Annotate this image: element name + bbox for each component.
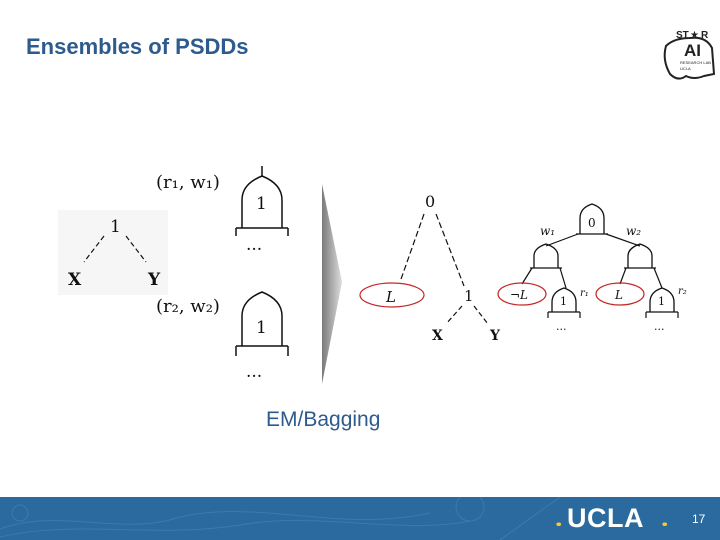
transform-arrow	[322, 184, 342, 384]
ensemble-right-one: 1	[658, 295, 665, 308]
starai-logo: ST ★ R AI RESEARCH LAB UCLA	[663, 30, 716, 80]
footer-dots-left: ••	[556, 517, 562, 531]
slide-title: Ensembles of PSDDs	[26, 34, 249, 59]
middle-tree-root: 0	[425, 192, 435, 211]
middle-tree-y: Y	[489, 328, 501, 344]
middle-tree-one: 1	[464, 287, 474, 305]
component-2-ellipsis: ...	[246, 362, 262, 382]
left-tree: 1 X Y	[58, 210, 168, 295]
component-1-label: (r₁, w₁)	[156, 172, 220, 193]
component-1-gate: 1	[256, 194, 267, 214]
left-tree-root: 1	[110, 217, 121, 237]
psdd-ensemble-figure: 1 X Y (r₁, w₁) 1 ... (r₂, w₂) 1 ... 0	[58, 166, 687, 384]
ensemble-r1: r₁	[580, 288, 589, 299]
ensemble-root: 0	[588, 216, 596, 230]
svg-text:ST: ST	[676, 30, 689, 41]
ensemble-ellipsis-2: ...	[654, 320, 665, 333]
footer-bar: •• UCLA •• 17	[0, 497, 720, 540]
ensemble-left-one: 1	[560, 295, 567, 308]
component-2-gate: 1	[256, 318, 267, 338]
component-1-ellipsis: ...	[246, 235, 262, 255]
svg-text:UCLA: UCLA	[680, 66, 691, 71]
ensemble-ellipsis-1: ...	[556, 320, 567, 333]
page-number: 17	[692, 512, 706, 526]
ensemble-pos-l: L	[614, 288, 623, 302]
footer-pattern	[0, 497, 561, 540]
ucla-logo-text: UCLA	[567, 503, 644, 533]
middle-tree-x: X	[432, 328, 443, 344]
footer-dots-right: ••	[662, 517, 668, 531]
component-2: (r₂, w₂) 1 ...	[156, 291, 289, 382]
ensemble-neg-l: ¬L	[510, 288, 528, 302]
ensemble-w2: w₂	[626, 224, 641, 238]
svg-text:AI: AI	[684, 41, 701, 60]
slide-caption: EM/Bagging	[266, 408, 381, 431]
middle-tree-l: L	[385, 288, 396, 306]
svg-text:RESEARCH LAB: RESEARCH LAB	[680, 60, 711, 65]
svg-text:★: ★	[690, 30, 699, 41]
svg-text:R: R	[701, 30, 709, 41]
ensemble-w1: w₁	[540, 224, 555, 238]
component-2-label: (r₂, w₂)	[156, 296, 220, 317]
ensemble-psdd: 0 w₁ w₂ ¬L 1 r₁ ... L 1 r₂ ...	[497, 203, 687, 333]
left-tree-y: Y	[147, 270, 161, 290]
middle-tree: 0 L 1 X Y	[359, 192, 501, 344]
ensemble-r2: r₂	[678, 286, 687, 297]
left-tree-x: X	[68, 270, 82, 290]
component-1: (r₁, w₁) 1 ...	[156, 166, 289, 255]
